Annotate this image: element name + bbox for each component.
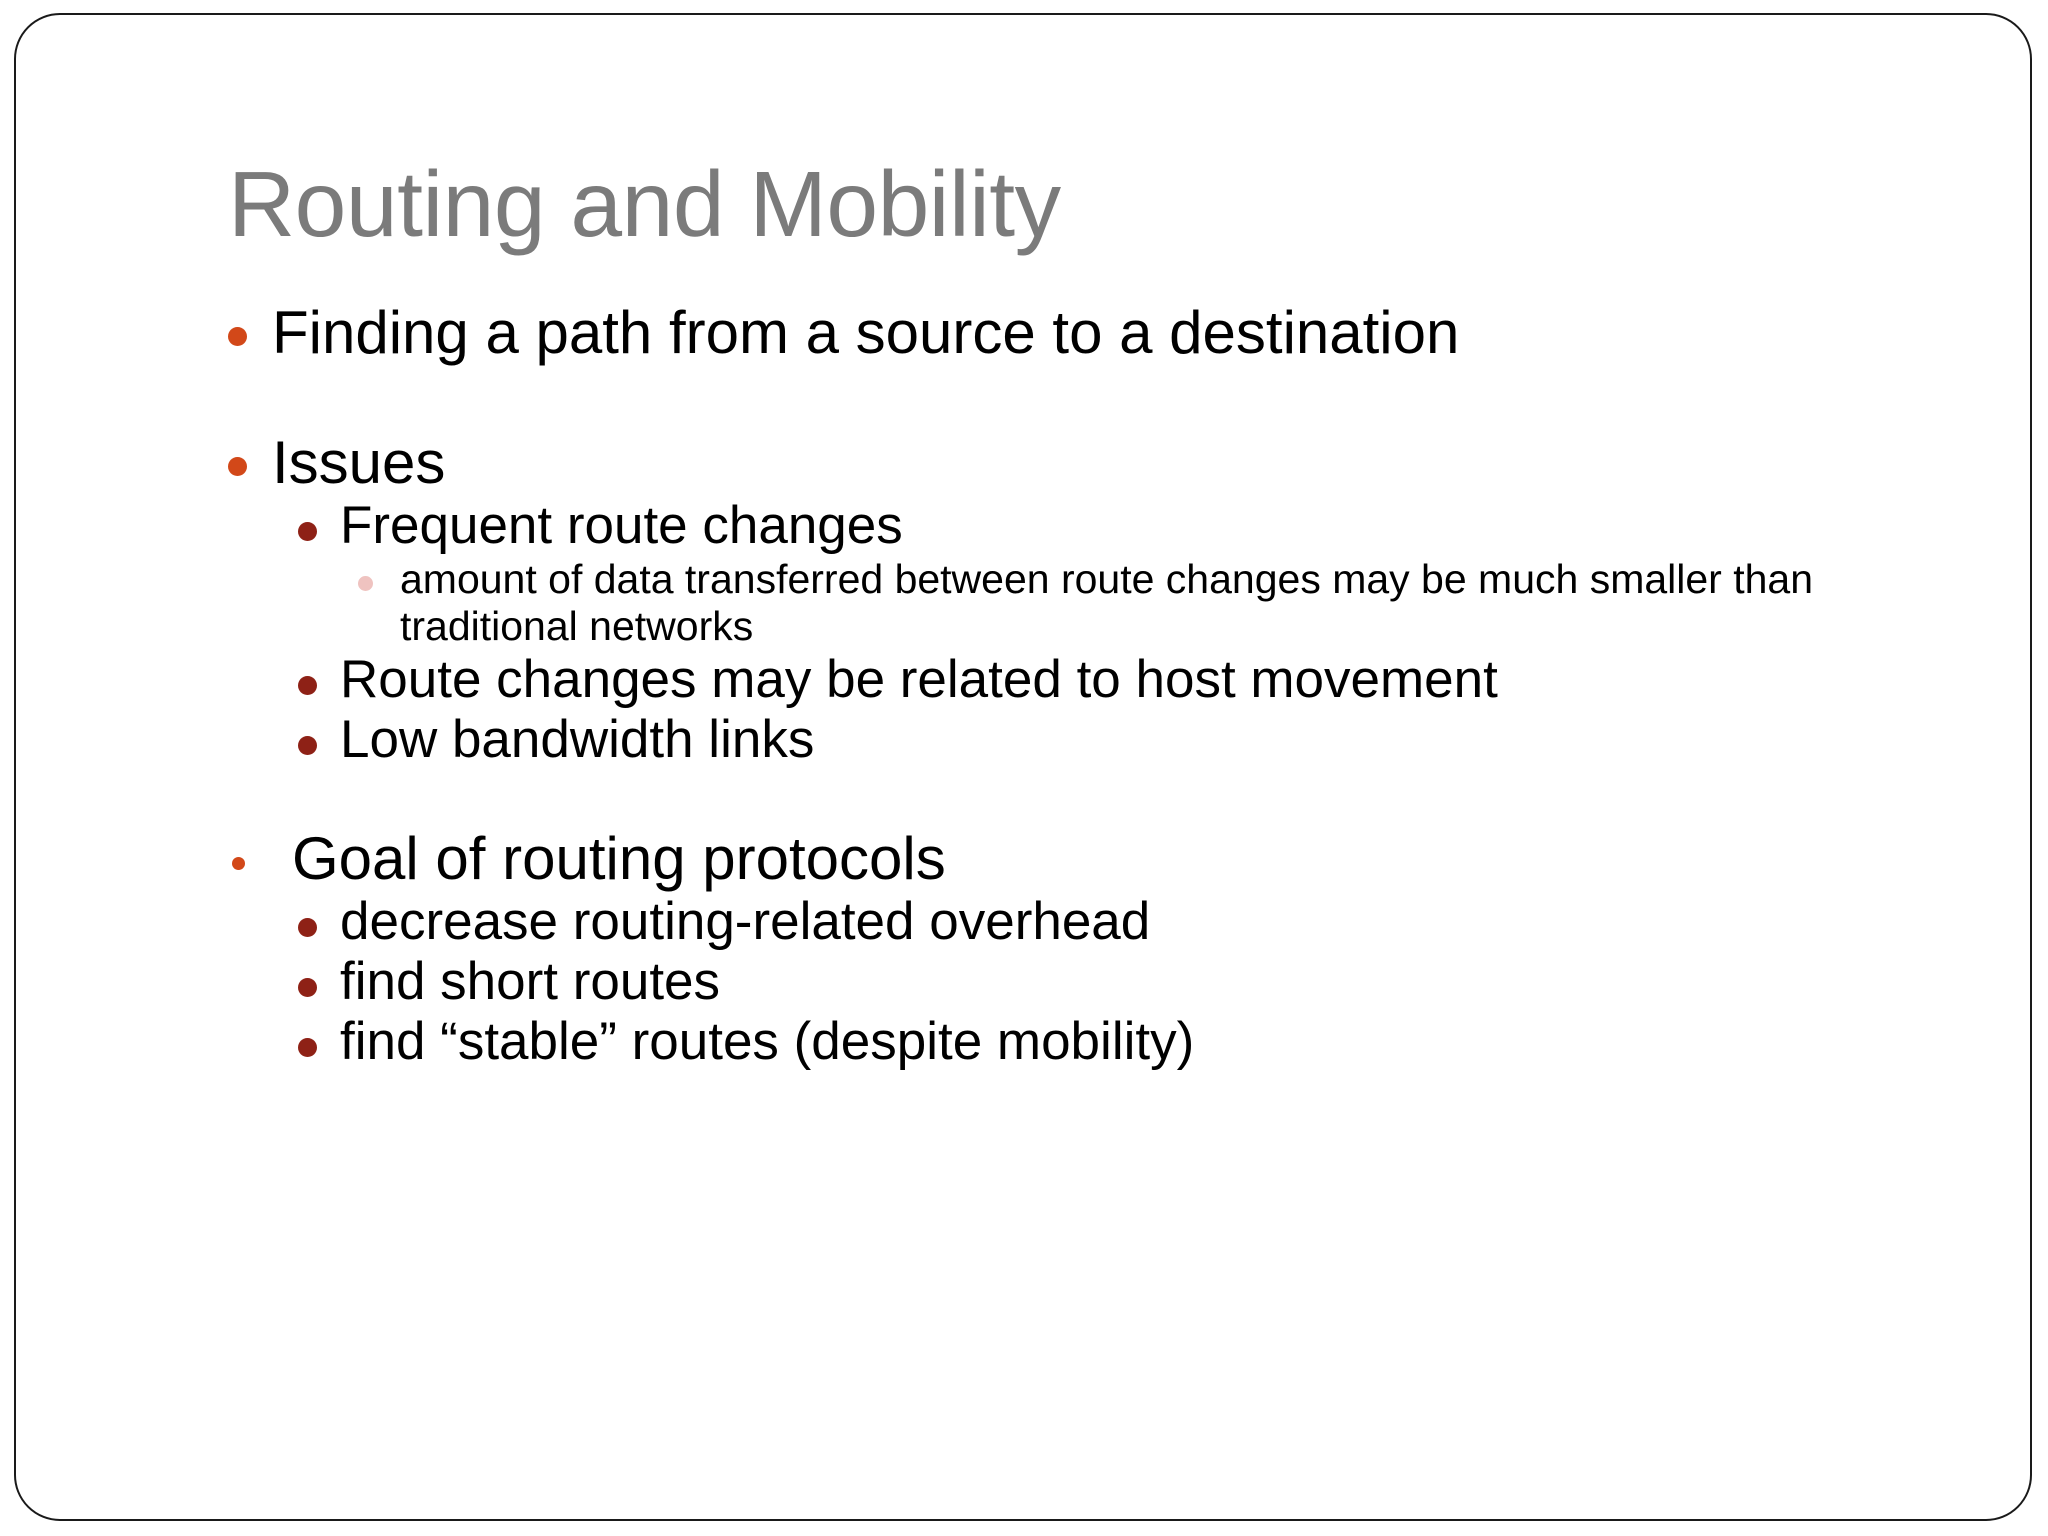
list-item-low-bandwidth-links: Low bandwidth links [210,710,1980,770]
list-item-label: Frequent route changes [340,496,903,555]
bullet-dot-level1-icon [228,457,247,476]
list-item-label: decrease routing-related overhead [340,892,1151,951]
bullet-dot-level2-icon [298,918,317,937]
bullet-dot-level2-icon [298,736,317,755]
list-item-issues-heading: Issues [210,430,1980,496]
list-item-label: Low bandwidth links [340,710,815,769]
list-item-label: Issues [272,429,446,496]
slide-body-list: Finding a path from a source to a destin… [210,300,1980,1072]
list-item-label: find short routes [340,952,721,1011]
list-item-decrease-overhead: decrease routing-related overhead [210,892,1980,952]
list-item-find-short-routes: find short routes [210,952,1980,1012]
list-item-label: Route changes may be related to host mov… [340,650,1498,709]
spacer-before-goals [210,770,1980,826]
list-item-amount-of-data: amount of data transferred between route… [210,556,1980,650]
bullet-dot-level2-icon [298,522,317,541]
list-item-label: amount of data transferred between route… [400,556,1814,649]
list-item-goal-heading: Goal of routing protocols [210,826,1980,892]
list-item-label: find “stable” routes (despite mobility) [340,1012,1195,1071]
slide-border-frame [14,13,2032,1521]
list-item-find-stable-routes: find “stable” routes (despite mobility) [210,1012,1980,1072]
bullet-dot-level2-icon [298,676,317,695]
bullet-dot-level3-icon [358,576,373,591]
list-item-frequent-route-changes: Frequent route changes [210,496,1980,556]
list-item-label: Finding a path from a source to a destin… [272,299,1460,366]
spacer-after-intro [210,366,1980,430]
bullet-dot-level1-icon [232,857,245,870]
bullet-dot-level1-icon [228,327,247,346]
list-item-label: Goal of routing protocols [292,825,946,892]
page-title: Routing and Mobility [228,152,1061,256]
list-item-finding-path: Finding a path from a source to a destin… [210,300,1980,366]
bullet-dot-level2-icon [298,1038,317,1057]
list-item-route-changes-host-movement: Route changes may be related to host mov… [210,650,1980,710]
bullet-dot-level2-icon [298,978,317,997]
